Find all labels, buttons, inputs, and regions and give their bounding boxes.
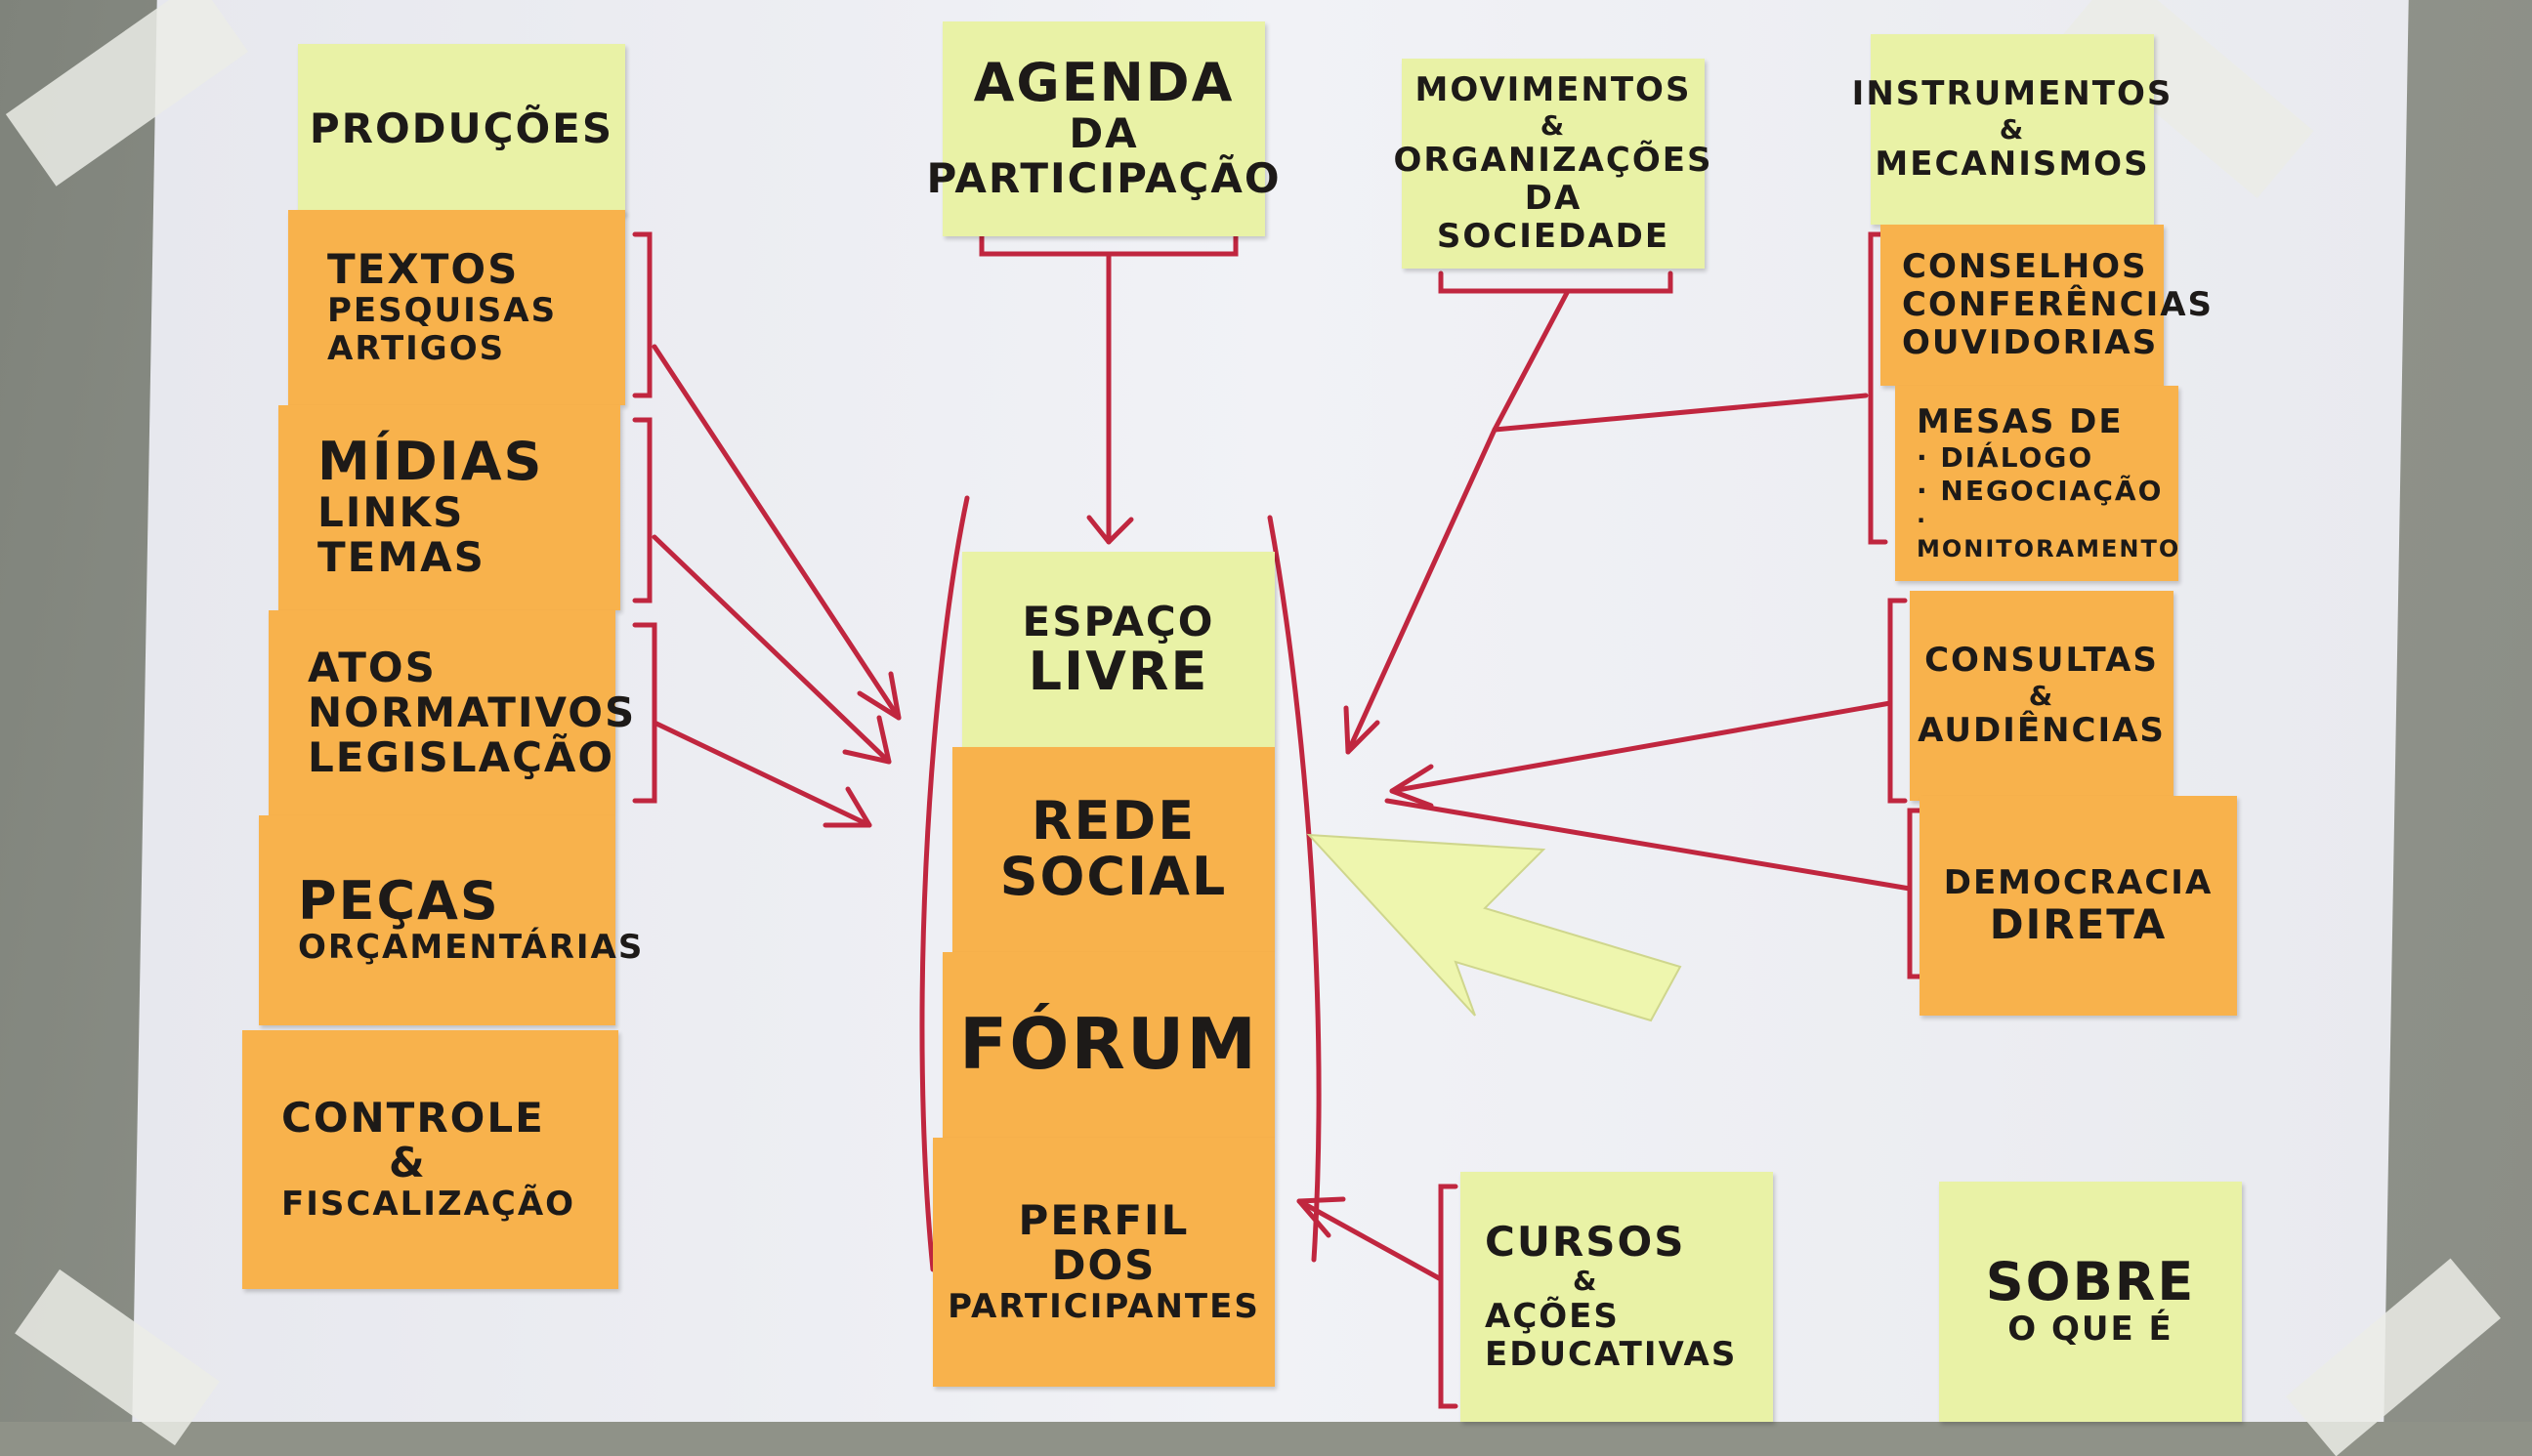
text-line: & bbox=[1573, 1265, 1599, 1298]
text-line: & bbox=[389, 1138, 427, 1186]
text-line: Agenda bbox=[973, 52, 1235, 114]
text-line: Participantes bbox=[948, 1287, 1260, 1327]
text-line: Conferências bbox=[1902, 284, 2215, 324]
text-line: Rede bbox=[1031, 790, 1197, 853]
text-line: Temas bbox=[317, 533, 485, 582]
note-sobre: Sobre O que é bbox=[1939, 1182, 2242, 1422]
note-producoes-header: Produções bbox=[298, 44, 625, 215]
text-line: Mesas de bbox=[1917, 402, 2124, 442]
text-line: Fórum bbox=[959, 1003, 1258, 1086]
text-line: Legislação bbox=[308, 733, 615, 782]
text-line: Consultas bbox=[1924, 640, 2159, 680]
text-line: · Monitoramento bbox=[1917, 507, 2181, 563]
text-line: Educativas bbox=[1485, 1334, 1738, 1374]
text-line: Espaço bbox=[1022, 597, 1215, 645]
note-textos: Textos Pesquisas Artigos bbox=[288, 210, 625, 405]
text-line: Participação bbox=[926, 154, 1282, 203]
text-line: Movimentos bbox=[1414, 69, 1692, 109]
text-line: Livre bbox=[1028, 640, 1209, 702]
text-line: Textos bbox=[327, 244, 520, 293]
text-line: Controle bbox=[281, 1093, 545, 1142]
text-line: Social bbox=[999, 846, 1228, 907]
text-line: Links bbox=[317, 488, 465, 537]
marker-arrows bbox=[632, 231, 1927, 1409]
text-line: Mídias bbox=[317, 431, 544, 493]
note-democracia: Democracia Direta bbox=[1920, 796, 2237, 1016]
note-forum: Fórum bbox=[943, 952, 1275, 1138]
note-perfil: Perfil dos Participantes bbox=[933, 1138, 1275, 1387]
producoes-label: Produções bbox=[309, 104, 614, 153]
text-line: Ouvidorias bbox=[1902, 323, 2159, 363]
text-line: Conselhos bbox=[1902, 246, 2148, 286]
text-line: Pesquisas bbox=[327, 291, 558, 330]
note-controle: Controle & Fiscalização bbox=[242, 1030, 618, 1289]
text-line: Artigos bbox=[327, 329, 506, 369]
text-line: da Sociedade bbox=[1436, 179, 1670, 257]
text-line: Sobre bbox=[1985, 1251, 2196, 1313]
text-line: dos bbox=[1051, 1240, 1157, 1289]
note-rede-social: Rede Social bbox=[952, 747, 1275, 952]
text-line: · Negociação bbox=[1917, 474, 2164, 507]
text-line: & bbox=[1540, 108, 1567, 142]
text-line: Audiências bbox=[1918, 711, 2166, 751]
text-line: Orçamentárias bbox=[298, 928, 645, 968]
text-line: Peças bbox=[298, 869, 500, 932]
note-atos: Atos Normativos Legislação bbox=[269, 610, 634, 815]
text-line: Atos bbox=[308, 643, 437, 691]
text-line: Cursos bbox=[1485, 1218, 1686, 1267]
note-consultas: Consultas & Audiências bbox=[1910, 591, 2173, 801]
paper-arrow-icon bbox=[1306, 833, 1682, 1022]
text-line: Mecanismos bbox=[1875, 145, 2150, 185]
text-line: Instrumentos bbox=[1851, 73, 2173, 113]
note-mesas: Mesas de · Diálogo · Negociação · Monito… bbox=[1895, 386, 2178, 581]
note-espaco-livre: Espaço Livre bbox=[962, 552, 1275, 747]
text-line: da bbox=[1069, 109, 1139, 158]
note-midias: Mídias Links Temas bbox=[278, 405, 620, 610]
text-line: O que é bbox=[2007, 1309, 2173, 1349]
text-line: Democracia bbox=[1943, 862, 2214, 902]
text-line: Fiscalização bbox=[281, 1185, 576, 1225]
note-conselhos: Conselhos Conferências Ouvidorias bbox=[1880, 225, 2212, 386]
text-line: Normativos bbox=[308, 687, 637, 736]
note-pecas: Peças Orçamentárias bbox=[259, 815, 642, 1025]
note-instrumentos-header: Instrumentos & Mecanismos bbox=[1852, 34, 2171, 225]
text-line: Perfil bbox=[1018, 1195, 1190, 1244]
note-agenda: Agenda da Participação bbox=[926, 21, 1280, 236]
text-line: Ações bbox=[1485, 1296, 1620, 1336]
text-line: · Diálogo bbox=[1917, 441, 2094, 475]
text-line: Organizações bbox=[1393, 141, 1713, 181]
note-cursos: Cursos & Ações Educativas bbox=[1460, 1172, 1773, 1422]
note-movimentos: Movimentos & Organizações da Sociedade bbox=[1394, 59, 1710, 269]
text-line: & bbox=[2028, 679, 2055, 712]
text-line: Direta bbox=[1989, 899, 2168, 948]
text-line: & bbox=[1999, 112, 2026, 146]
